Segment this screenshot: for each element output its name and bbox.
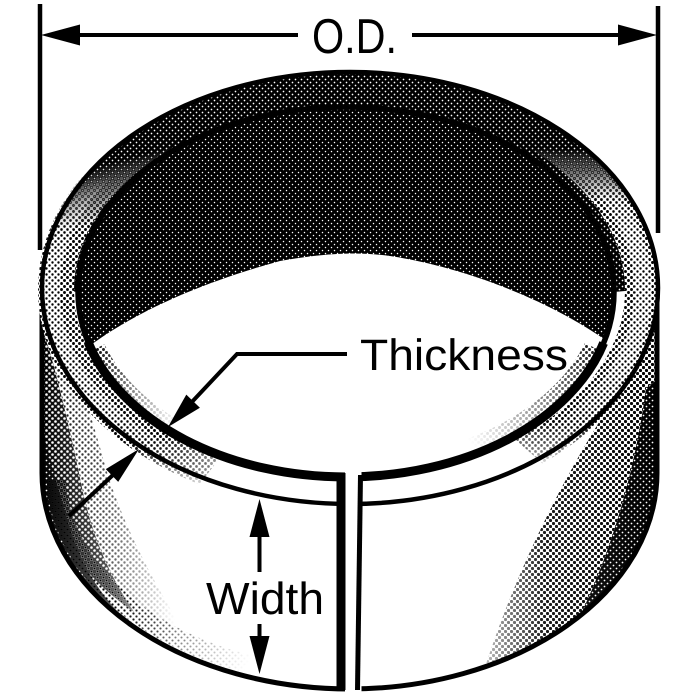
svg-text:O.D.: O.D. [312,10,397,64]
svg-text:Width: Width [206,573,324,624]
svg-text:Thickness: Thickness [360,331,568,380]
